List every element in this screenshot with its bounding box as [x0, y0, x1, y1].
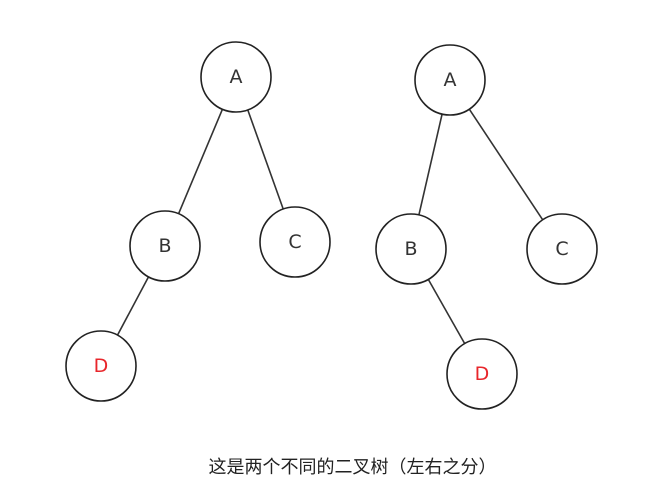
left-tree-node-C-label: C: [288, 231, 301, 253]
right-tree-edge-A-C: [468, 108, 544, 221]
right-tree-node-C-circle: [526, 213, 598, 285]
left-tree-node-A-circle: [200, 41, 272, 113]
left-tree-node-D: D: [65, 330, 137, 402]
left-tree-node-D-circle: [65, 330, 137, 402]
right-tree-node-B-circle: [375, 213, 447, 285]
right-tree-node-C-label: C: [555, 238, 568, 260]
left-tree-node-D-label: D: [94, 355, 109, 377]
left-binary-tree: A B C D: [65, 41, 331, 402]
left-tree-edge-A-C: [247, 109, 284, 210]
right-tree-node-B: B: [375, 213, 447, 285]
right-tree-node-C: C: [526, 213, 598, 285]
left-tree-node-A-label: A: [230, 66, 243, 88]
left-tree-node-B-label: B: [158, 235, 171, 257]
right-tree-node-A-circle: [414, 44, 486, 116]
diagram-caption: 这是两个不同的二叉树（左右之分）: [208, 457, 497, 478]
right-tree-edge-B-D: [427, 279, 466, 344]
left-tree-edge-A-B: [177, 108, 224, 215]
right-tree-node-A: A: [414, 44, 486, 116]
right-binary-tree: A B C D: [375, 44, 598, 410]
right-tree-node-D-circle: [446, 338, 518, 410]
right-tree-node-A-label: A: [444, 69, 457, 91]
left-tree-node-A: A: [200, 41, 272, 113]
right-tree-edge-A-B: [418, 113, 443, 216]
right-tree-node-D-label: D: [475, 363, 490, 385]
left-tree-node-B-circle: [129, 210, 201, 282]
right-tree-node-B-label: B: [404, 238, 417, 260]
left-tree-node-C: C: [259, 206, 331, 278]
left-tree-node-C-circle: [259, 206, 331, 278]
left-tree-node-B: B: [129, 210, 201, 282]
left-tree-edge-B-D: [116, 276, 150, 336]
right-tree-node-D: D: [446, 338, 518, 410]
